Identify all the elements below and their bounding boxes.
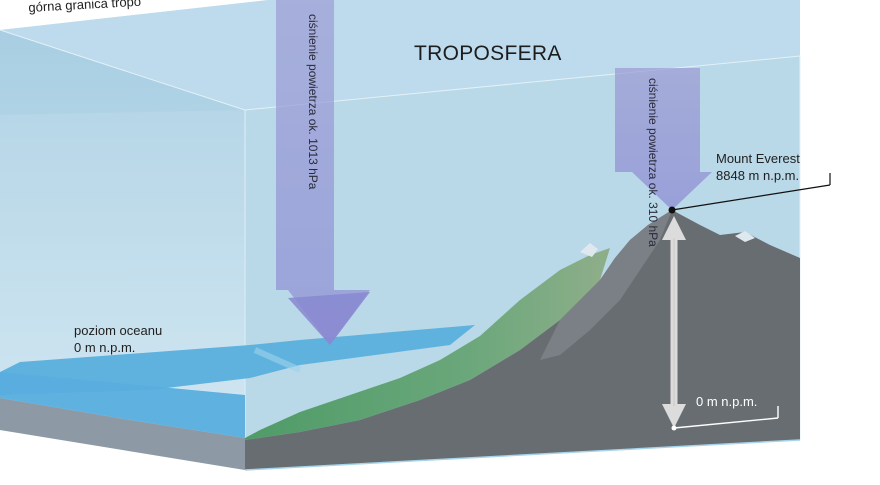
- pressure-everest-label: ciśnienie powietrza ok. 310 hPa: [646, 78, 660, 247]
- everest-label-line1: Mount Everest: [716, 150, 800, 167]
- pressure-sea-line2: powietrza: [306, 64, 320, 115]
- everest-label-line2: 8848 m n.p.m.: [716, 167, 800, 184]
- ocean-level-line1: poziom oceanu: [74, 322, 162, 339]
- zero-level-label: 0 m n.p.m.: [696, 394, 757, 409]
- troposphere-title: TROPOSFERA: [414, 42, 562, 66]
- ocean-level-line2: 0 m n.p.m.: [74, 339, 162, 356]
- pressure-sea-line1: ciśnienie: [306, 14, 320, 61]
- pressure-everest-line2: powietrza: [646, 128, 660, 179]
- pressure-sea-label: ciśnienie powietrza ok. 1013 hPa: [306, 14, 320, 189]
- pressure-everest-line3: ok. 310 hPa: [646, 183, 660, 247]
- pressure-sea-line3: ok. 1013 hPa: [306, 119, 320, 190]
- pressure-everest-line1: ciśnienie: [646, 78, 660, 125]
- ocean-level-label: poziom oceanu 0 m n.p.m.: [74, 322, 162, 356]
- everest-label: Mount Everest 8848 m n.p.m.: [716, 150, 800, 184]
